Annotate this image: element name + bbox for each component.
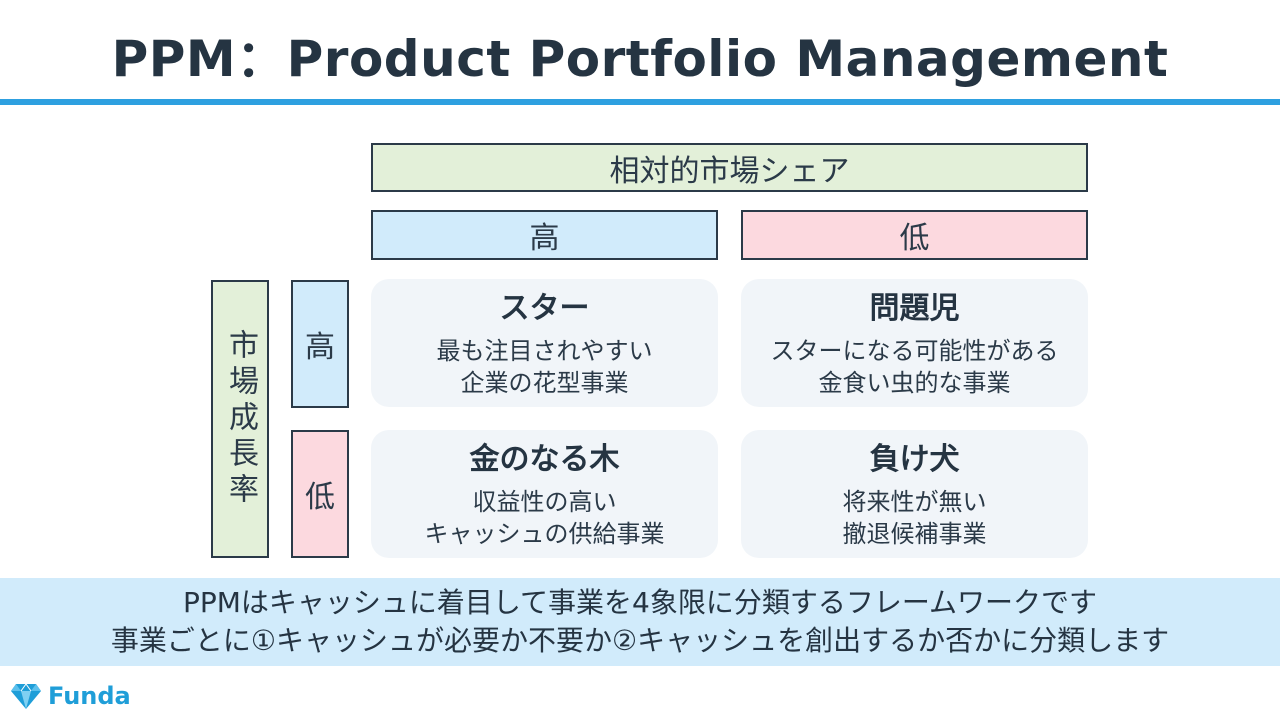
quadrant-title: 金のなる木 [469,442,620,477]
quadrant-dog: 負け犬 将来性が無い 撤退候補事業 [741,430,1088,558]
quadrant-problem-child: 問題児 スターになる可能性がある 金食い虫的な事業 [741,279,1088,407]
share-low-header: 低 [741,210,1088,260]
quadrant-desc-line: 金食い虫的な事業 [818,369,1011,397]
market-growth-rate-label: 市場成長率 [223,329,258,509]
quadrant-desc-line: 撤退候補事業 [842,520,987,548]
quadrant-desc-line: 企業の花型事業 [460,369,629,397]
quadrant-title: スター [499,291,590,326]
quadrant-desc-line: 収益性の高い [472,488,617,516]
quadrant-desc-line: 将来性が無い [842,488,987,516]
quadrant-desc-line: 最も注目されやすい [436,337,653,365]
quadrant-star: スター 最も注目されやすい 企業の花型事業 [371,279,718,407]
quadrant-title: 問題児 [869,291,960,326]
market-growth-rate-header: 市場成長率 [211,280,269,558]
quadrant-cash-cow: 金のなる木 収益性の高い キャッシュの供給事業 [371,430,718,558]
quadrant-desc-line: キャッシュの供給事業 [424,520,665,548]
summary-line: PPMはキャッシュに着目して事業を4象限に分類するフレームワークです [182,586,1098,619]
logo-text: Funda [48,682,131,710]
quadrant-desc-line: スターになる可能性がある [770,337,1059,365]
relative-market-share-header: 相対的市場シェア [371,143,1088,192]
summary-line: 事業ごとに①キャッシュが必要か不要か②キャッシュを創出するか否かに分類します [110,624,1170,657]
funda-logo: Funda [10,680,131,712]
page-title: PPM：Product Portfolio Management [111,30,1169,88]
growth-low-header: 低 [291,430,349,558]
growth-high-header: 高 [291,280,349,408]
quadrant-title: 負け犬 [869,442,960,477]
diamond-icon [11,683,41,709]
share-high-header: 高 [371,210,718,260]
title-underline [0,99,1280,105]
summary-banner: PPMはキャッシュに着目して事業を4象限に分類するフレームワークです 事業ごとに… [0,578,1280,666]
